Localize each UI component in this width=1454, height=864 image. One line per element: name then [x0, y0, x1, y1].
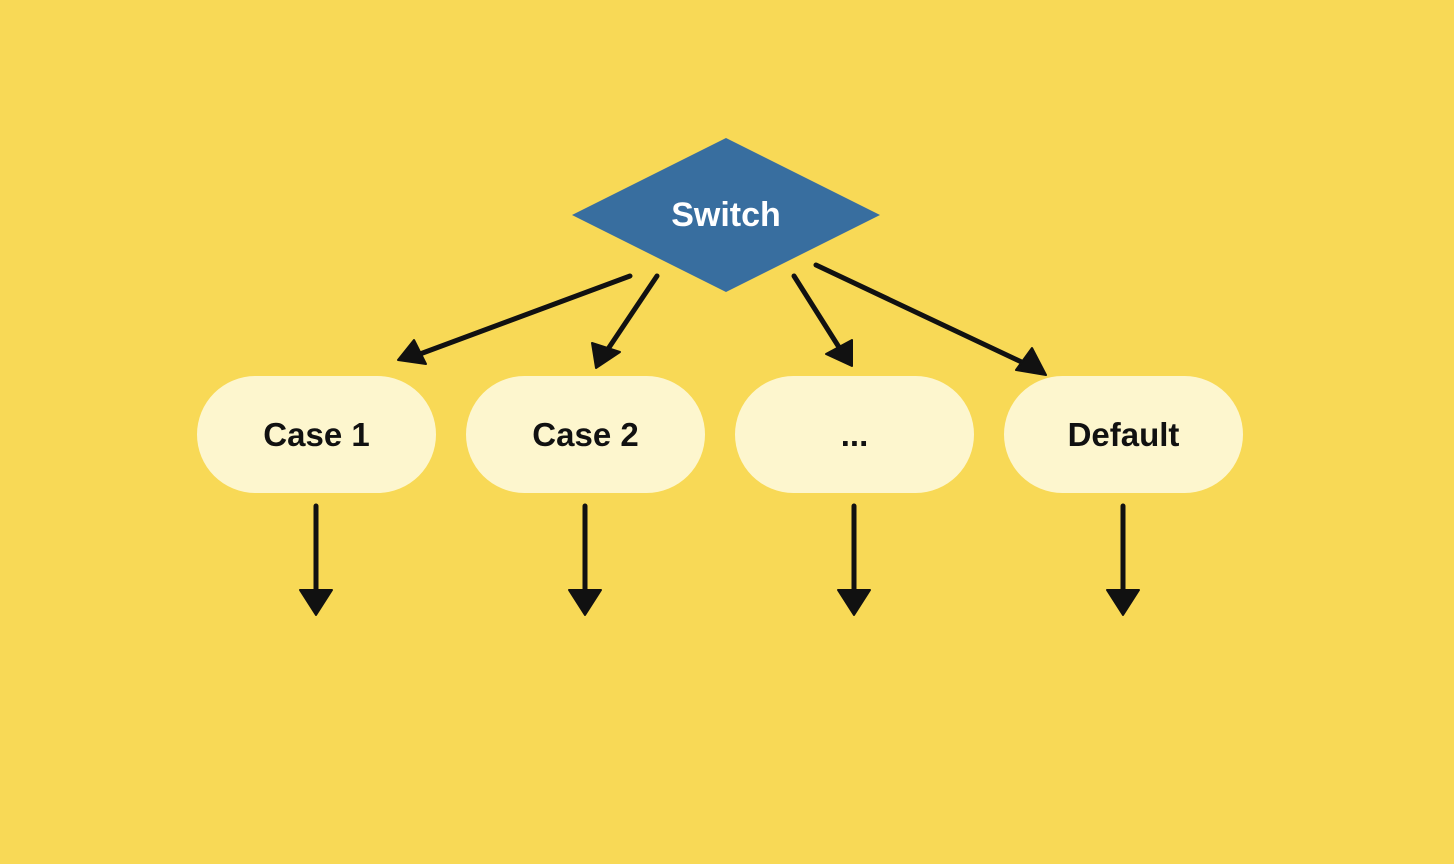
switch-decision-node: Switch [572, 138, 880, 292]
switch-diamond-shape [572, 138, 880, 292]
case-node: ... [735, 376, 974, 493]
arrow-down-ellipsis-case [837, 503, 871, 616]
branch-arrows [397, 262, 1047, 376]
case-pill-shape [1004, 376, 1243, 493]
case-label: Case 2 [532, 416, 638, 453]
arrow-to-case-2 [591, 273, 660, 369]
case-node: Case 2 [466, 376, 705, 493]
case-label: Case 1 [263, 416, 369, 453]
arrow-down-default-case [1106, 503, 1140, 616]
default-case-label: Default [1068, 416, 1180, 453]
case-nodes: Case 1 Case 2 ... Default [197, 376, 1243, 493]
case-pill-shape [735, 376, 974, 493]
case-pill-shape [197, 376, 436, 493]
arrow-down-case-1 [299, 503, 333, 616]
arrow-to-ellipsis-case [791, 273, 853, 367]
ellipsis-case-label: ... [841, 416, 869, 453]
outgoing-arrows [299, 503, 1140, 616]
case-node: Case 1 [197, 376, 436, 493]
case-pill-shape [466, 376, 705, 493]
default-case-node: Default [1004, 376, 1243, 493]
switch-label: Switch [671, 196, 781, 234]
arrow-to-case-1 [397, 273, 633, 365]
arrow-down-case-2 [568, 503, 602, 616]
arrow-to-default-case [813, 262, 1047, 376]
